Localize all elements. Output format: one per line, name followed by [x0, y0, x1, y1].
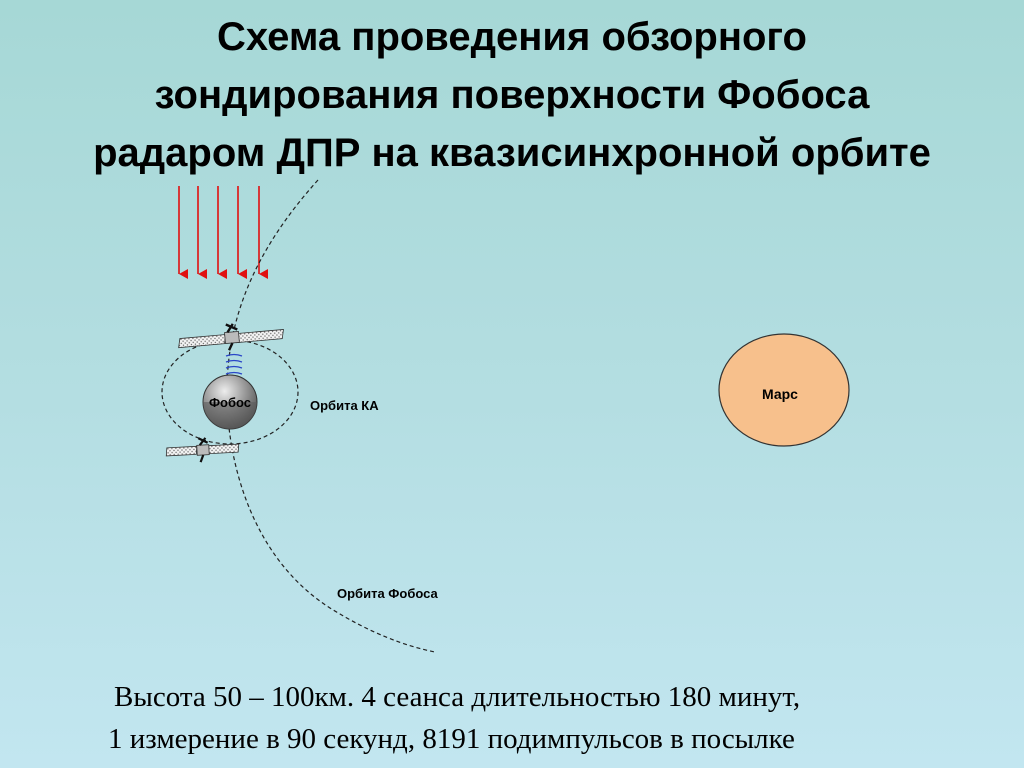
footer-line-1: Высота 50 – 100км. 4 сеанса длительность…	[114, 681, 801, 713]
radar-waves	[225, 353, 243, 375]
spacecraft-orbit-label: Орбита КА	[310, 398, 379, 413]
solar-panel	[207, 443, 240, 455]
antenna-icon	[225, 323, 238, 351]
sun-rays	[178, 186, 268, 279]
phobos-body	[202, 374, 258, 430]
spacecraft-bus	[224, 330, 240, 345]
spacecraft-top	[178, 323, 284, 351]
footer-line-2: 1 измерение в 90 секунд, 8191 подимпульс…	[108, 723, 795, 755]
title-line-2: зондирования поверхности Фобоса	[154, 73, 870, 117]
slide-title: Схема проведения обзорного зондирования …	[0, 8, 1024, 182]
spacecraft-bottom	[165, 437, 240, 463]
solar-panel	[235, 329, 284, 344]
phobos-orbit-path	[226, 179, 436, 653]
phobos-label: Фобос	[209, 395, 251, 410]
title-line-1: Схема проведения обзорного	[217, 15, 807, 59]
antenna-icon	[197, 437, 209, 463]
title-line-3: радаром ДПР на квазисинхронной орбите	[93, 131, 931, 175]
mars-label: Марс	[762, 386, 798, 402]
mars-body	[718, 333, 850, 447]
solar-panel	[178, 334, 227, 349]
solar-panel	[165, 445, 198, 457]
spacecraft-bus	[196, 444, 210, 456]
phobos-orbit-label: Орбита Фобоса	[337, 586, 439, 601]
